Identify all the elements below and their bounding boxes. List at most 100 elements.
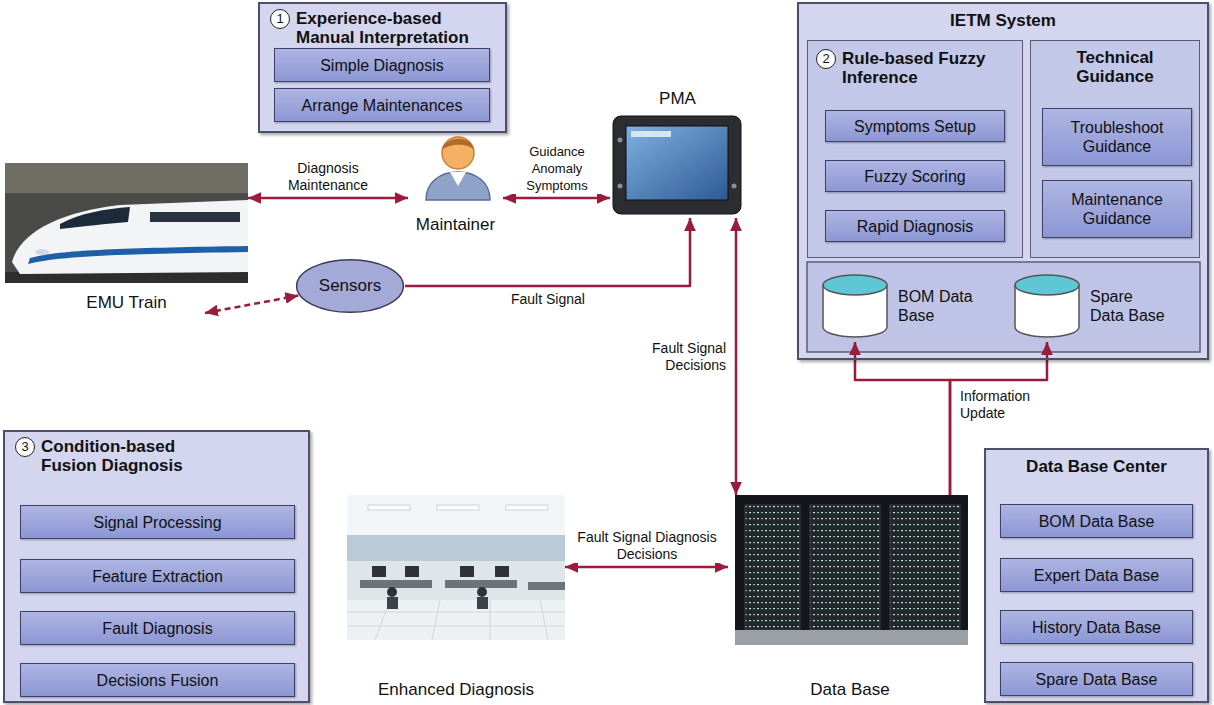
group-heading: IETM System [853, 11, 1153, 30]
process-box: Signal Processing [20, 505, 295, 539]
person-hair [442, 139, 474, 150]
database-cylinder: Spare Data Base [1012, 270, 1172, 342]
connector-arrow [565, 566, 728, 569]
office-monitor [460, 566, 474, 577]
illustration-node: Enhanced Diagnosis [347, 495, 565, 700]
cylinder-top [1015, 275, 1079, 295]
floor-grid [347, 600, 565, 640]
box-label: Signal Processing [89, 513, 225, 532]
ceiling-light [368, 505, 410, 510]
edge-label-holder: Fault Signal [509, 291, 587, 308]
illustration-label: Enhanced Diagnosis [378, 679, 534, 700]
database-cylinder: BOM Data Base [820, 270, 978, 342]
person-body [426, 172, 490, 200]
heading-row: Technical Guidance [1031, 41, 1199, 86]
database-label: BOM Data Base [898, 287, 978, 325]
server-rack [890, 505, 960, 630]
illustration-node: EMU Train [5, 163, 248, 313]
cylinder-top [823, 275, 887, 295]
connector-arrow [248, 197, 408, 200]
illustration-node: PMA [610, 88, 745, 218]
cylinder-shape [820, 273, 890, 339]
connector-arrow [735, 218, 738, 495]
office-desk [445, 580, 517, 588]
pma-device [613, 116, 741, 214]
process-box: History Data Base [1000, 610, 1193, 644]
sensor-ellipse: Sensors [295, 258, 405, 314]
illustration-label: Data Base [810, 679, 889, 700]
illustration-label: PMA [659, 88, 696, 109]
office-desk [360, 580, 432, 588]
process-box: Simple Diagnosis [274, 48, 490, 82]
group-box: IETM System 2Rule-based Fuzzy InferenceSy… [797, 2, 1209, 360]
server-rack [745, 505, 800, 630]
heading-row: IETM System [799, 4, 1207, 30]
office-person [387, 587, 397, 597]
group-heading: Technical Guidance [1060, 48, 1170, 86]
office-ceiling [347, 495, 565, 535]
office-desk [528, 582, 565, 590]
database-panel [807, 262, 1200, 352]
edge-label-holder: Guidance Anomaly Symptoms [507, 143, 607, 194]
train-stripe [28, 246, 248, 264]
process-box: Decisions Fusion [20, 663, 295, 697]
office-photo [347, 495, 565, 640]
group-box: 3Condition-based Fusion DiagnosisSignal … [3, 430, 310, 703]
illustration-label: EMU Train [86, 292, 166, 313]
illustration-node: Maintainer [408, 135, 503, 235]
box-label: Feature Extraction [88, 567, 227, 586]
process-box: Feature Extraction [20, 559, 295, 593]
edge-label-holder: Diagnosis Maintenance [276, 160, 380, 194]
office-person [477, 587, 487, 597]
office-windows [347, 535, 565, 561]
group-heading: Experience-based Manual Interpretation [296, 9, 496, 47]
box-label: Expert Data Base [1030, 566, 1163, 585]
ceiling-light [506, 505, 548, 510]
box-label: Symptoms Setup [850, 117, 980, 136]
train-body [12, 200, 248, 274]
edge-label-holder: Fault Signal Diagnosis Decisions [575, 529, 719, 563]
office-person [387, 597, 398, 609]
subgroup-box: 2Rule-based Fuzzy InferenceSymptoms Setu… [807, 40, 1023, 258]
person-head [442, 137, 474, 169]
train-photo-ground [5, 163, 248, 283]
office-floor [347, 600, 565, 640]
connector-arrow [855, 342, 950, 495]
heading-row: 2Rule-based Fuzzy Inference [808, 41, 1022, 87]
office-monitor [495, 566, 509, 577]
illustration-label: Maintainer [416, 214, 495, 235]
train-windshield [60, 207, 130, 229]
heading-row: 3Condition-based Fusion Diagnosis [5, 432, 308, 475]
ceiling-light [437, 505, 479, 510]
box-label: History Data Base [1028, 618, 1165, 637]
box-label: Decisions Fusion [93, 671, 223, 690]
group-heading: Rule-based Fuzzy Inference [842, 49, 1017, 87]
box-label: BOM Data Base [1035, 512, 1159, 531]
cylinder-shape [1012, 273, 1082, 339]
edge-label-holder: Information Update [958, 388, 1062, 422]
process-box: Maintenance Guidance [1042, 180, 1192, 238]
ellipse-label: Sensors [319, 276, 381, 296]
office-person [477, 597, 488, 609]
box-label: Troubleshoot Guidance [1043, 118, 1191, 156]
process-box: Symptoms Setup [825, 110, 1005, 142]
callout-number: 1 [270, 9, 290, 29]
office-monitor [405, 566, 419, 577]
process-box: Troubleshoot Guidance [1042, 108, 1192, 166]
edge-label-holder: Fault Signal Decisions [624, 340, 728, 374]
group-box: Data Base CenterBOM Data BaseExpert Data… [984, 448, 1209, 703]
process-box: Fault Diagnosis [20, 611, 295, 645]
pma-button [618, 138, 623, 143]
box-label: Fault Diagnosis [98, 619, 216, 638]
person-collar [450, 172, 466, 186]
callout-number: 3 [15, 437, 35, 457]
illustration-node: Data Base [728, 495, 972, 700]
box-label: Spare Data Base [1032, 670, 1162, 689]
edge-label: Information Update [958, 388, 1062, 422]
ietm-fill [797, 2, 1209, 360]
database-label: Spare Data Base [1090, 287, 1170, 325]
server-photo [735, 495, 968, 645]
office-monitor [372, 566, 386, 577]
